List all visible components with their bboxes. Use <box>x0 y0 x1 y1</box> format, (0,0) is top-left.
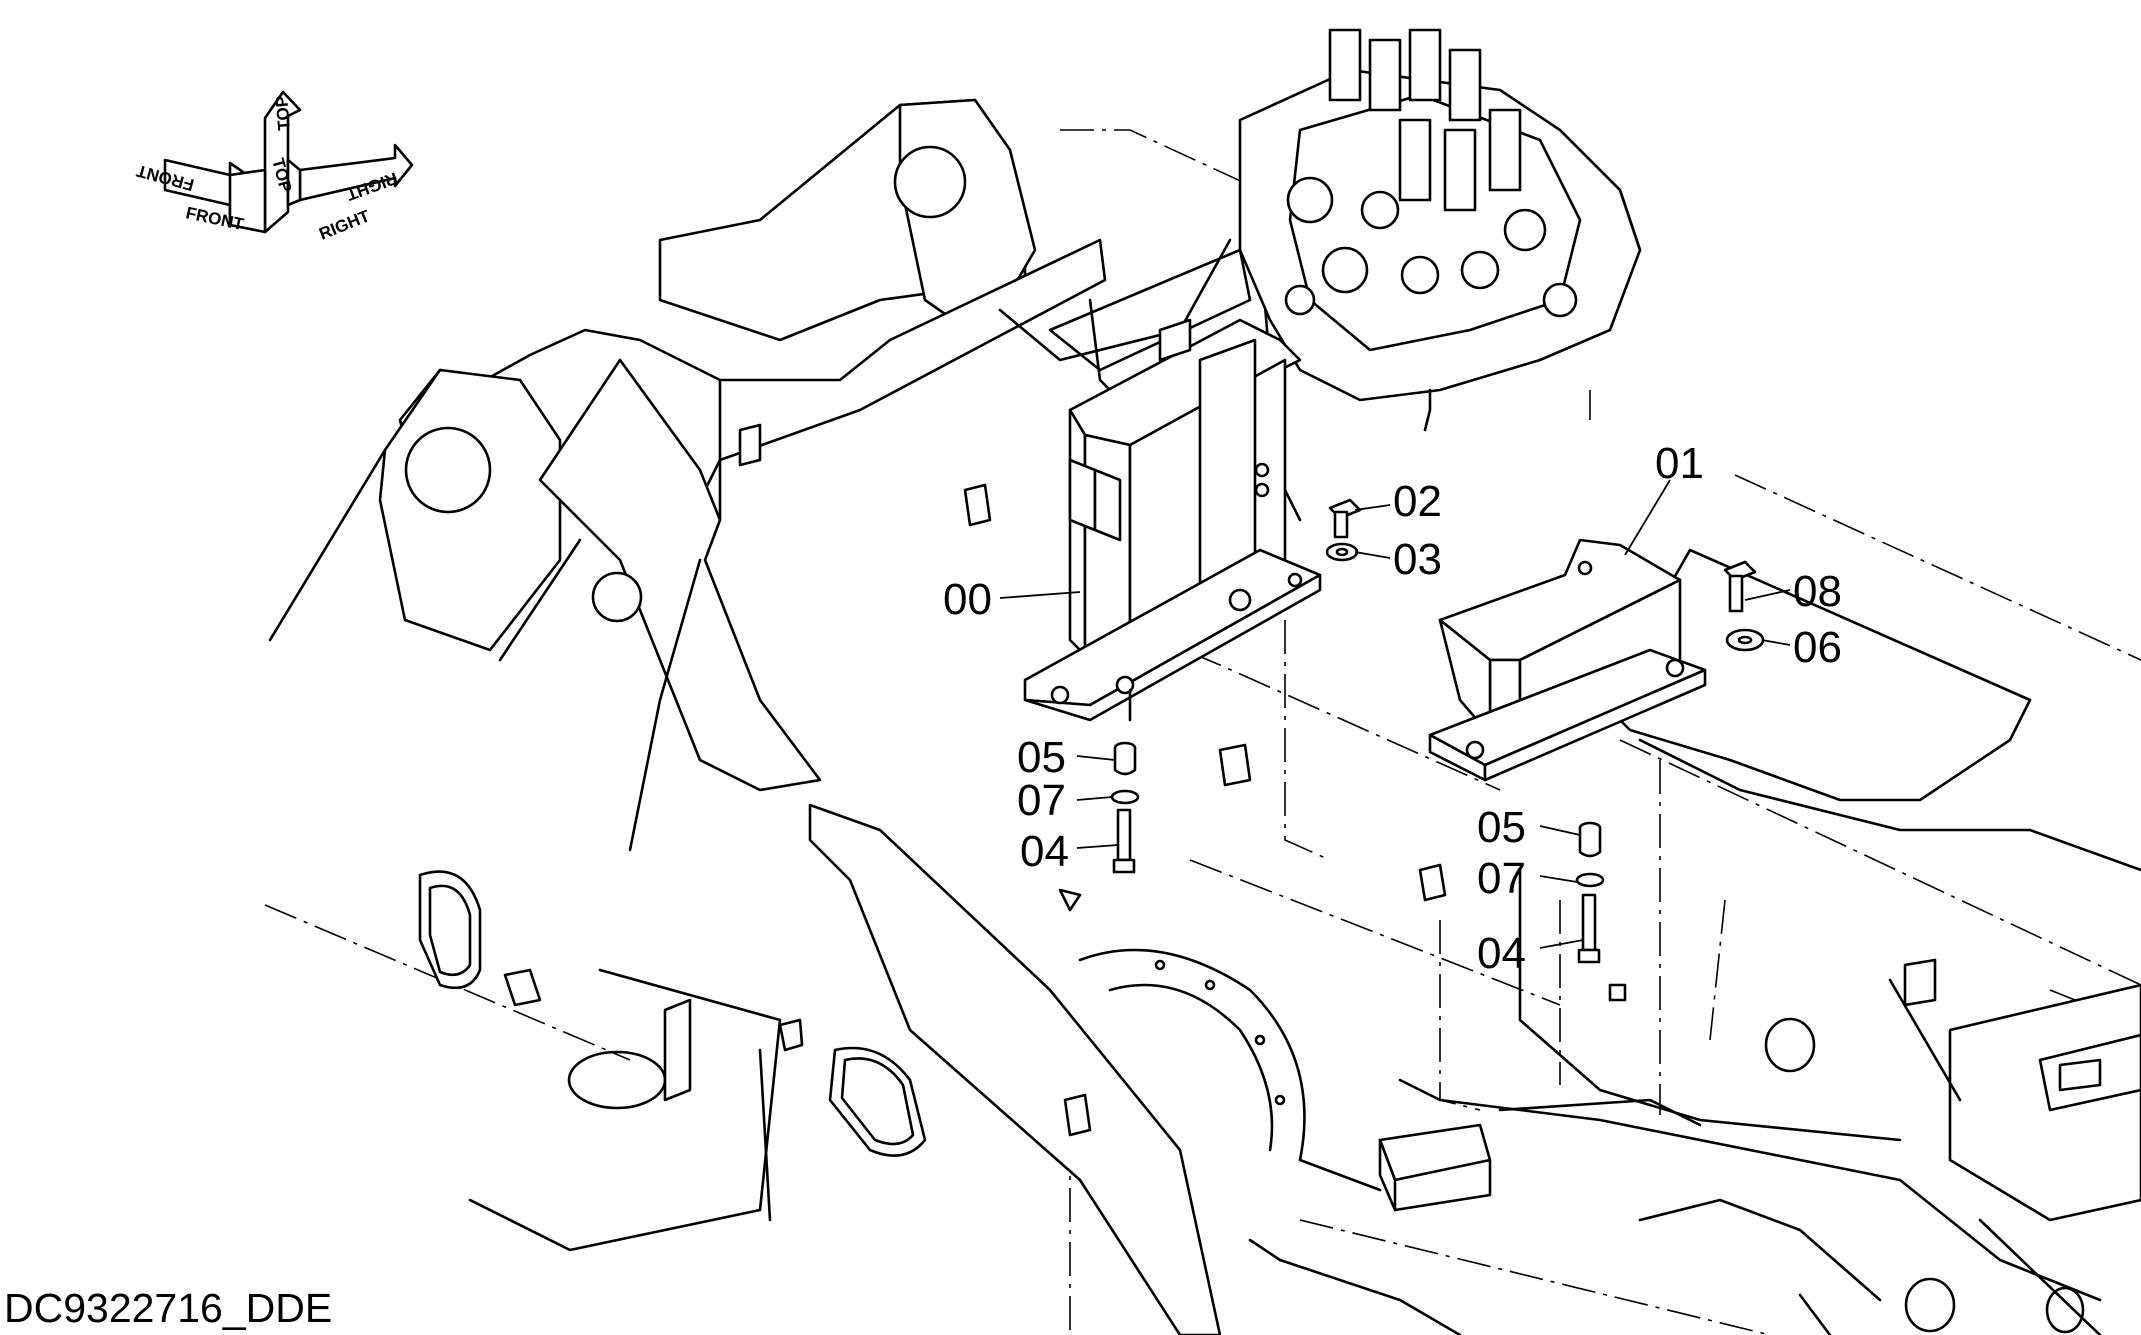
callout-04-left: 04 <box>1020 827 1069 876</box>
callout-06: 06 <box>1793 623 1842 672</box>
callout-01: 01 <box>1655 439 1704 488</box>
callout-02: 02 <box>1393 477 1442 526</box>
frame-cutouts <box>418 870 2102 1334</box>
orientation-right-label: RIGHT <box>316 206 373 244</box>
fasteners <box>663 423 1765 1137</box>
drawing-code: DC9322716_DDE <box>4 1285 332 1331</box>
control-valve <box>1238 28 1642 432</box>
callout-labels: 00 01 02 03 08 06 05 07 04 05 07 04 <box>943 439 1842 978</box>
slew-ring <box>1078 948 1306 1162</box>
orientation-indicator: FRONT FRONT TOP TOP RIGHT RIGHT <box>134 90 414 244</box>
callout-05-left: 05 <box>1017 733 1066 782</box>
part-01-mount <box>1428 538 1707 782</box>
callout-04-right: 04 <box>1477 929 1526 978</box>
callout-07-right: 07 <box>1477 854 1526 903</box>
callout-00: 00 <box>943 575 992 624</box>
callout-07-left: 07 <box>1017 776 1066 825</box>
main-frame-structure <box>268 98 1302 1335</box>
orientation-top-mirrored-label: TOP <box>272 95 294 131</box>
leader-lines <box>999 479 1791 949</box>
callout-08: 08 <box>1793 567 1842 616</box>
part-00-bracket <box>1023 318 1322 722</box>
callout-03: 03 <box>1393 535 1442 584</box>
callout-05-right: 05 <box>1477 803 1526 852</box>
